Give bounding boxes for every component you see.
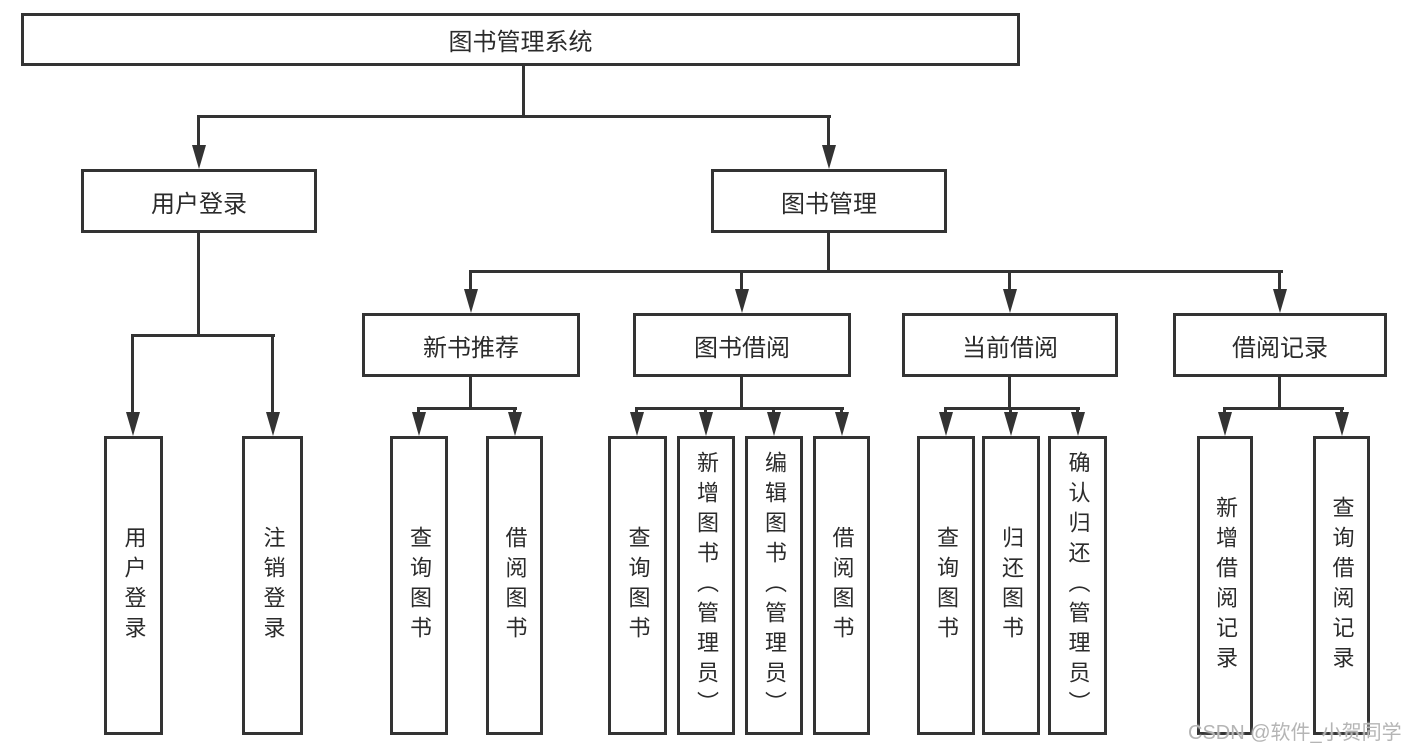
connector-drop-book-borrow bbox=[740, 270, 743, 292]
arrowhead-current-borrow bbox=[1003, 289, 1017, 313]
node-library-system: 图书管理系统 bbox=[21, 13, 1020, 66]
connector-drop-rec-query bbox=[1340, 407, 1343, 415]
leaf-rec-add-record-label: 新增借阅记录 bbox=[1213, 495, 1238, 676]
connector-bookborrow-stem bbox=[740, 374, 743, 410]
connector-drop-cb-query bbox=[944, 407, 947, 415]
connector-root-stem bbox=[522, 65, 525, 117]
connector-records-stem bbox=[1278, 374, 1281, 410]
arrowhead-bb-edit bbox=[767, 412, 781, 436]
node-borrowing-records: 借阅记录 bbox=[1173, 313, 1387, 377]
leaf-nb-query-books: 查询图书 bbox=[390, 436, 448, 735]
arrowhead-logout-leaf bbox=[266, 412, 280, 436]
arrowhead-nb-borrow bbox=[508, 412, 522, 436]
leaf-bb-query-books-label: 查询图书 bbox=[625, 525, 651, 646]
connector-drop-new-book bbox=[469, 270, 472, 292]
node-user-login: 用户登录 bbox=[81, 169, 317, 233]
arrowhead-bb-borrow bbox=[835, 412, 849, 436]
connector-drop-login-leaf bbox=[131, 334, 134, 414]
connector-drop-bb-add bbox=[704, 407, 707, 415]
leaf-rec-add-record: 新增借阅记录 bbox=[1197, 436, 1253, 735]
arrowhead-book-borrow bbox=[735, 289, 749, 313]
connector-userlogin-stem bbox=[197, 233, 200, 337]
arrowhead-rec-query bbox=[1335, 412, 1349, 436]
arrowhead-borrow-records bbox=[1273, 289, 1287, 313]
leaf-bb-add-books-admin-label: 新增图书（管理员） bbox=[694, 450, 719, 721]
leaf-bb-add-books-admin: 新增图书（管理员） bbox=[677, 436, 735, 735]
leaf-cb-return-books-label: 归还图书 bbox=[999, 525, 1024, 646]
connector-newbook-stem bbox=[469, 374, 472, 410]
watermark-text: CSDN @软件_小贺同学 bbox=[1188, 722, 1402, 744]
leaf-logout: 注销登录 bbox=[242, 436, 303, 735]
connector-drop-bb-borrow bbox=[840, 407, 843, 415]
node-book-management-label: 图书管理 bbox=[781, 190, 877, 218]
leaf-cb-return-books: 归还图书 bbox=[982, 436, 1040, 735]
connector-drop-current-borrow bbox=[1008, 270, 1011, 292]
arrowhead-bb-query bbox=[630, 412, 644, 436]
leaf-nb-query-books-label: 查询图书 bbox=[407, 525, 432, 646]
connector-drop-nb-query bbox=[417, 407, 420, 415]
arrowhead-login-leaf bbox=[126, 412, 140, 436]
leaf-bb-borrow-books-label: 借阅图书 bbox=[829, 525, 855, 646]
leaf-bb-edit-books-admin-label: 编辑图书（管理员） bbox=[762, 450, 787, 721]
node-current-borrowing: 当前借阅 bbox=[902, 313, 1118, 377]
leaf-bb-edit-books-admin: 编辑图书（管理员） bbox=[745, 436, 803, 735]
node-book-borrowing: 图书借阅 bbox=[633, 313, 851, 377]
leaf-bb-query-books: 查询图书 bbox=[608, 436, 667, 735]
connector-root-rail bbox=[198, 115, 831, 118]
connector-drop-cb-confirm bbox=[1076, 407, 1079, 415]
leaf-cb-query-books-label: 查询图书 bbox=[934, 525, 959, 646]
connector-drop-logout-leaf bbox=[271, 334, 274, 414]
connector-bookmgmt-rail bbox=[469, 270, 1283, 273]
connector-userlogin-rail bbox=[131, 334, 275, 337]
arrowhead-new-book bbox=[464, 289, 478, 313]
arrowhead-nb-query bbox=[412, 412, 426, 436]
leaf-cb-query-books: 查询图书 bbox=[917, 436, 975, 735]
connector-currentborrow-stem bbox=[1008, 374, 1011, 410]
connector-bookmgmt-stem bbox=[827, 233, 830, 273]
node-new-book-recommend-label: 新书推荐 bbox=[423, 334, 519, 362]
connector-drop-rec-add bbox=[1223, 407, 1226, 415]
arrowhead-rec-add bbox=[1218, 412, 1232, 436]
connector-drop-cb-return bbox=[1009, 407, 1012, 415]
leaf-bb-borrow-books: 借阅图书 bbox=[813, 436, 870, 735]
connector-drop-nb-borrow bbox=[513, 407, 516, 415]
node-borrowing-records-label: 借阅记录 bbox=[1232, 334, 1328, 362]
connector-bookborrow-rail bbox=[635, 407, 844, 410]
arrowhead-cb-query bbox=[939, 412, 953, 436]
node-user-login-label: 用户登录 bbox=[151, 190, 247, 218]
leaf-rec-query-record: 查询借阅记录 bbox=[1313, 436, 1370, 735]
node-new-book-recommend: 新书推荐 bbox=[362, 313, 580, 377]
leaf-cb-confirm-return-admin: 确认归还（管理员） bbox=[1048, 436, 1107, 735]
node-current-borrowing-label: 当前借阅 bbox=[962, 334, 1058, 362]
connector-drop-user-login bbox=[197, 115, 200, 147]
leaf-user-login-label: 用户登录 bbox=[121, 525, 147, 646]
leaf-cb-confirm-return-admin-label: 确认归还（管理员） bbox=[1065, 450, 1091, 721]
arrowhead-book-mgmt bbox=[822, 145, 836, 169]
leaf-rec-query-record-label: 查询借阅记录 bbox=[1329, 495, 1355, 676]
arrowhead-bb-add bbox=[699, 412, 713, 436]
connector-drop-bb-edit bbox=[772, 407, 775, 415]
connector-drop-borrow-records bbox=[1278, 270, 1281, 292]
leaf-nb-borrow-books-label: 借阅图书 bbox=[502, 525, 528, 646]
leaf-nb-borrow-books: 借阅图书 bbox=[486, 436, 543, 735]
arrowhead-cb-confirm bbox=[1071, 412, 1085, 436]
node-library-system-label: 图书管理系统 bbox=[448, 29, 593, 56]
connector-drop-book-mgmt bbox=[827, 115, 830, 147]
arrowhead-user-login bbox=[192, 145, 206, 169]
arrowhead-cb-return bbox=[1004, 412, 1018, 436]
leaf-logout-label: 注销登录 bbox=[260, 525, 286, 646]
node-book-management: 图书管理 bbox=[711, 169, 947, 233]
connector-records-rail bbox=[1223, 407, 1344, 410]
leaf-user-login: 用户登录 bbox=[104, 436, 163, 735]
connector-newbook-rail bbox=[417, 407, 517, 410]
connector-currentborrow-rail bbox=[944, 407, 1080, 410]
connector-drop-bb-query bbox=[635, 407, 638, 415]
node-book-borrowing-label: 图书借阅 bbox=[694, 334, 790, 362]
